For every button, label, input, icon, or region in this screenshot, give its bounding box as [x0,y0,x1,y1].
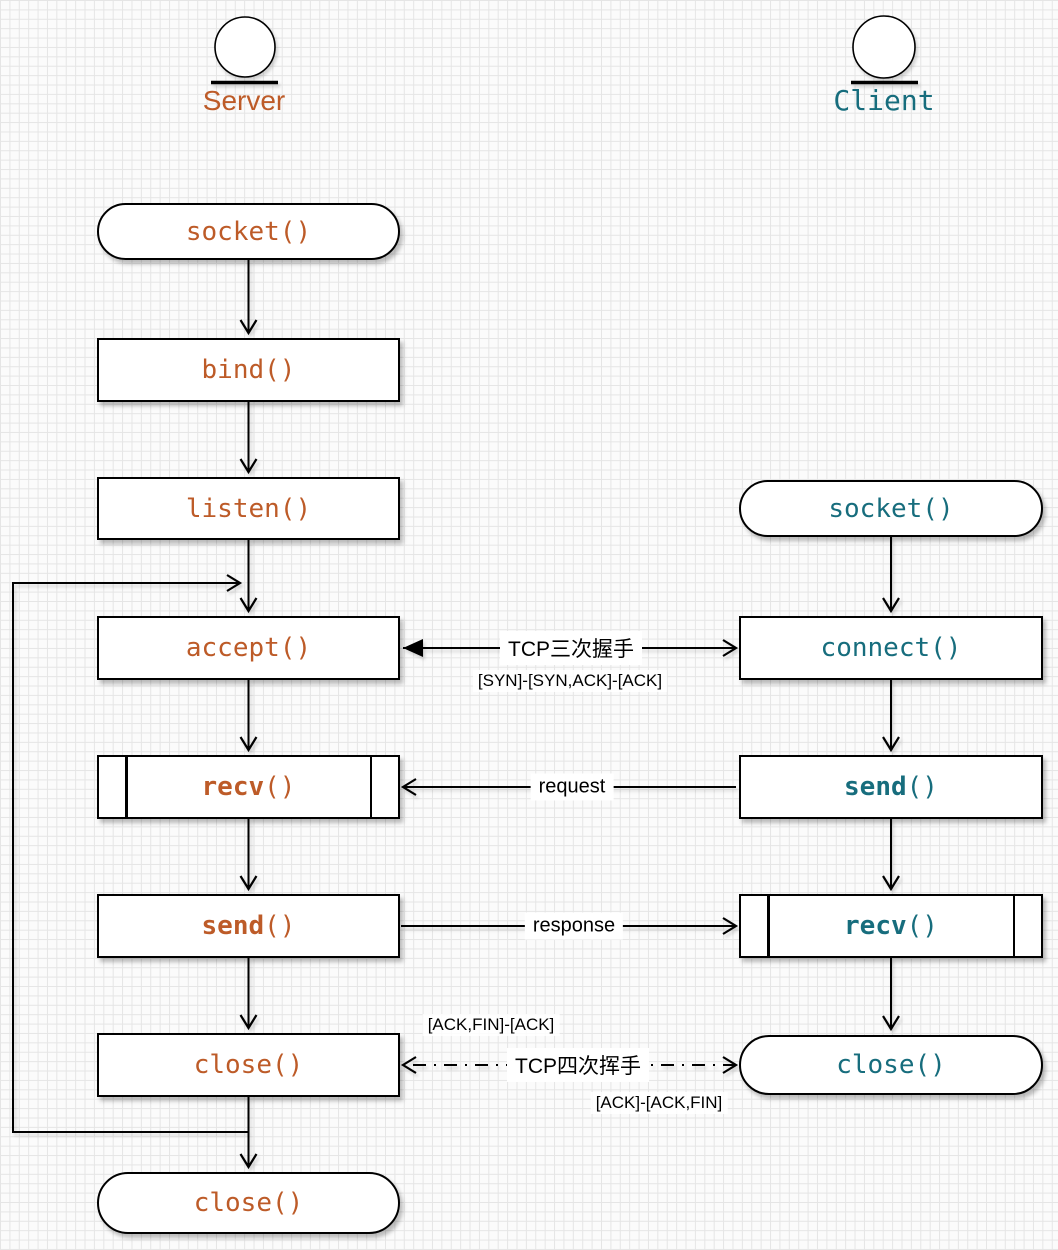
teardown-label: TCP四次挥手 [507,1048,649,1082]
node-label: socket() [185,216,312,247]
client-actor-icon [851,15,918,85]
subroutine-line [1012,896,1015,956]
flow-node-client-socket: socket() [739,480,1043,537]
node-label: close() [193,1050,304,1080]
teardown-detail-bottom-label: [ACK]-[ACK,FIN] [590,1092,728,1114]
node-label: listen() [185,493,312,524]
flow-node-server-recv: recv() [97,755,400,819]
subroutine-line [125,757,128,817]
flow-node-client-send: send() [739,755,1043,819]
flow-node-client-connect: connect() [739,616,1043,680]
flow-node-server-close: close() [97,1033,400,1097]
subroutine-line [767,896,770,956]
flow-node-server-send: send() [97,894,400,958]
server-actor-icon [211,16,278,85]
node-label: socket() [828,493,954,524]
client-actor-label: Client [833,84,935,117]
response-label: response [524,912,624,940]
node-label: send() [844,772,938,802]
request-label: request [530,773,614,801]
node-label: bind() [201,355,296,385]
subroutine-line [369,757,372,817]
node-label: recv() [201,772,296,802]
flow-node-server-close-end: close() [97,1172,400,1234]
teardown-detail-top-label: [ACK,FIN]-[ACK] [422,1014,560,1036]
flow-node-server-accept: accept() [97,616,400,680]
server-actor-label: Server [202,85,286,116]
node-label: close() [836,1050,946,1080]
node-label: accept() [185,633,312,663]
node-label: close() [193,1188,304,1218]
handshake-label: TCP三次握手 [500,631,642,665]
handshake-detail-label: [SYN]-[SYN,ACK]-[ACK] [472,670,668,692]
node-label: recv() [844,911,938,941]
flow-node-client-recv: recv() [739,894,1043,958]
node-label: connect() [820,633,962,663]
node-label: send() [201,911,296,941]
flow-node-server-bind: bind() [97,338,400,402]
flow-node-server-listen: listen() [97,477,400,540]
flow-node-client-close: close() [739,1035,1043,1095]
flow-node-server-socket: socket() [97,203,400,260]
